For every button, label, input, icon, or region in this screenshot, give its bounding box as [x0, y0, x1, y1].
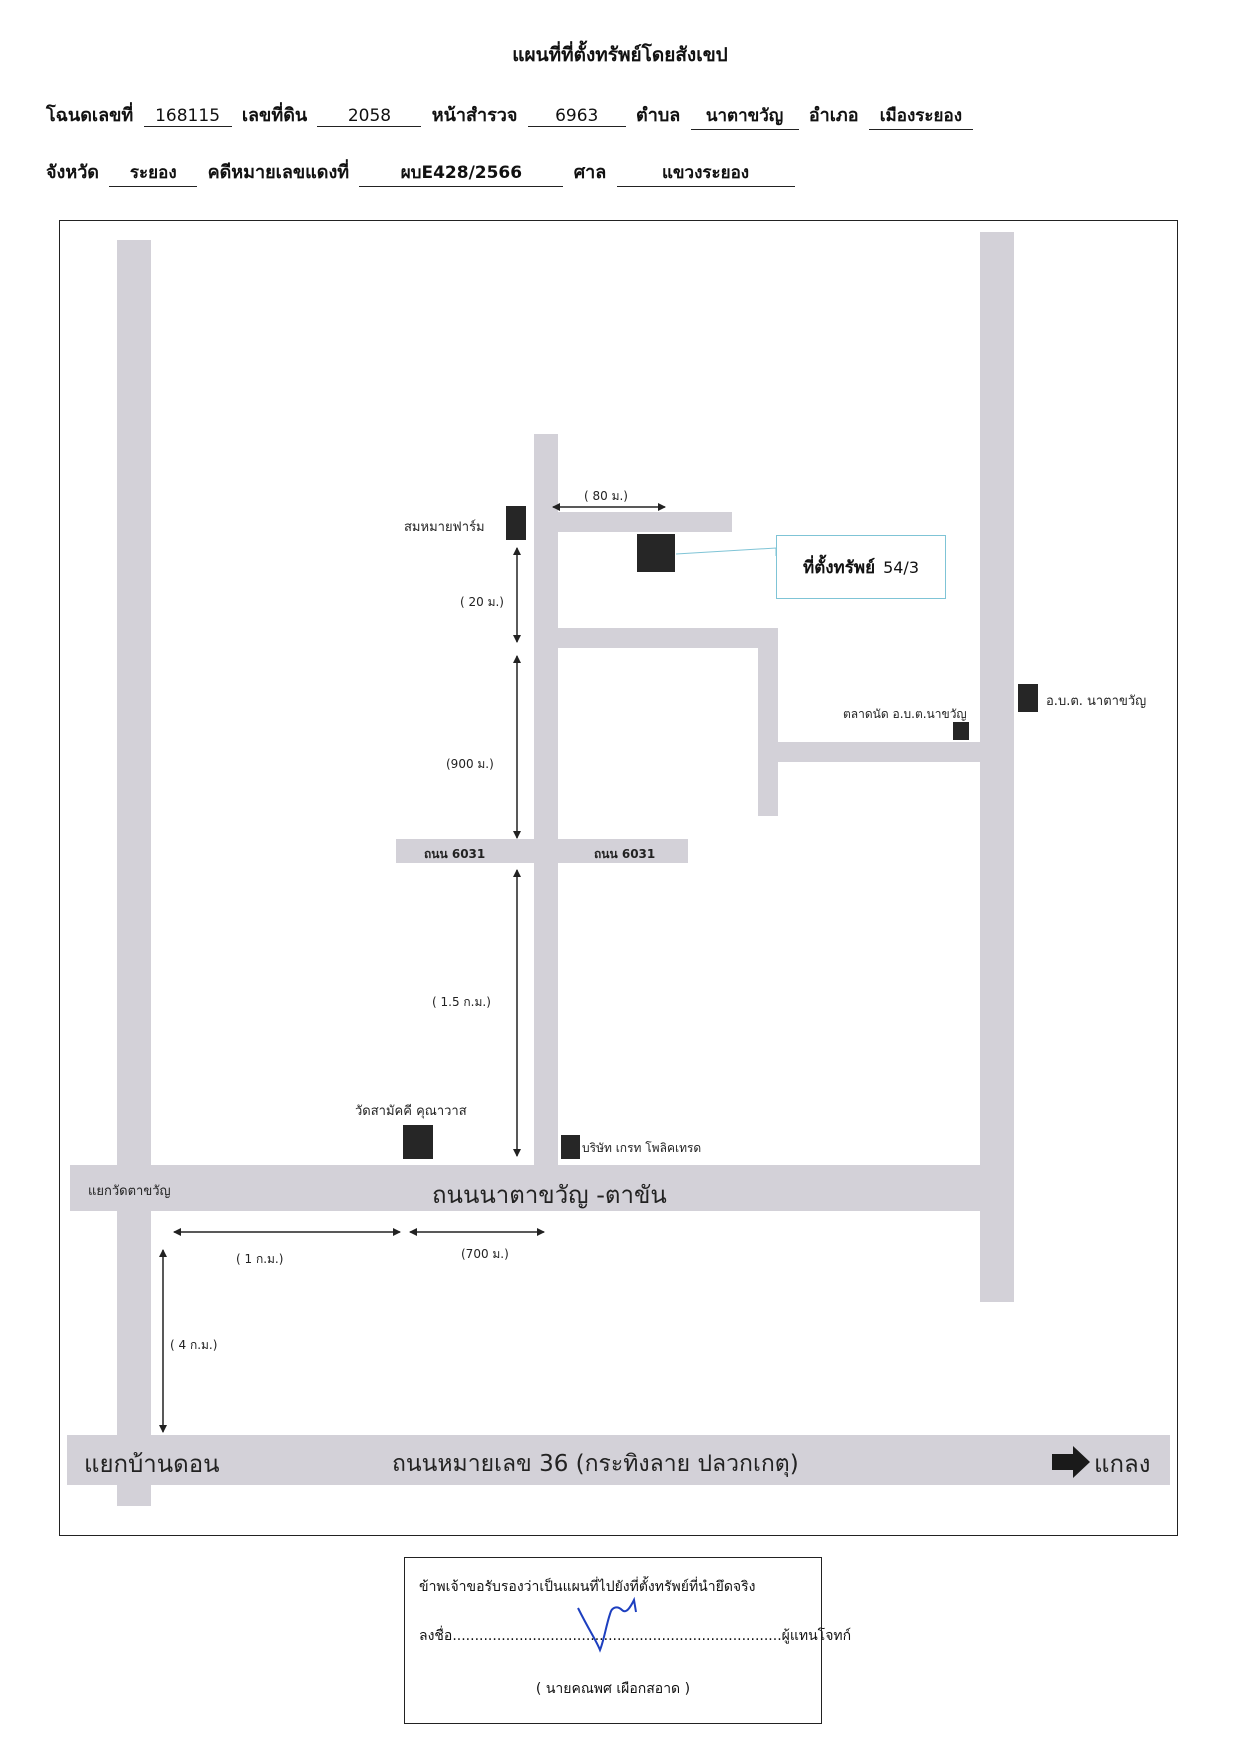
distance-700m: (700 ม.) [461, 1247, 509, 1261]
distance-1km: ( 1 ก.ม.) [236, 1252, 284, 1266]
map-frame [59, 220, 1178, 1536]
company-marker [561, 1135, 580, 1159]
case-label: คดีหมายเลขแดงที่ [207, 162, 350, 183]
tambon-office-label: อ.บ.ต. นาตาขวัญ [1046, 694, 1147, 709]
road-6031 [396, 839, 688, 863]
farm-label: สมหมายฟาร์ม [404, 520, 485, 535]
province-label: จังหวัด [46, 162, 99, 183]
survey-label: หน้าสำรวจ [431, 105, 518, 126]
case-number: ผบE428/2566 [359, 159, 564, 187]
header-row-deed: โฉนดเลขที่ 168115 เลขที่ดิน 2058 หน้าสำร… [46, 100, 973, 130]
callout-leader [675, 547, 777, 556]
property-number: 54/3 [883, 557, 919, 577]
distance-4km: ( 4 ก.ม.) [170, 1338, 218, 1352]
distance-1-5km: ( 1.5 ก.ม.) [432, 995, 491, 1009]
subdistrict-label: ตำบล [636, 105, 681, 126]
court-value: แขวงระยอง [616, 159, 795, 187]
signature [577, 1596, 637, 1653]
signer-name: ( นายคณพศ เผือกสอาด ) [535, 1681, 691, 1697]
sign-role: ผู้แทนโจทก์ [781, 1628, 852, 1644]
sign-prefix: ลงชื่อ [419, 1628, 453, 1644]
signature-line: ลงชื่อ..................................… [419, 1625, 851, 1647]
junction-temple-label: แยกวัดตาขวัญ [88, 1184, 171, 1199]
header-row-case: จังหวัด ระยอง คดีหมายเลขแดงที่ ผบE428/25… [46, 157, 799, 187]
certification-statement: ข้าพเจ้าขอรับรองว่าเป็นแผนที่ไปยังที่ตั้… [419, 1579, 756, 1595]
temple-label: วัดสามัคคี คุณาวาส [355, 1104, 467, 1119]
road-6031-left-label: ถนน 6031 [424, 847, 486, 861]
property-callout: ที่ตั้งทรัพย์ 54/3 [776, 535, 946, 599]
road-left-vertical [117, 240, 151, 1506]
market-label: ตลาดนัด อ.บ.ต.นาขวัญ [843, 707, 967, 721]
road-6031-right-label: ถนน 6031 [594, 847, 656, 861]
survey-number: 6963 [527, 106, 626, 127]
road-branch-middle-down [758, 628, 778, 816]
land-number-label: เลขที่ดิน [241, 105, 308, 126]
district-label: อำเภอ [808, 105, 859, 126]
direction-label: แกลง [1094, 1450, 1151, 1478]
district-value: เมืองระยอง [868, 102, 973, 130]
temple-marker [403, 1125, 433, 1159]
distance-900m: (900 ม.) [446, 757, 494, 771]
main-road-label: ถนนนาตาขวัญ -ตาขัน [432, 1181, 667, 1209]
sign-dots: ........................................… [452, 1628, 782, 1644]
property-label: ที่ตั้งทรัพย์ [803, 557, 876, 578]
property-marker [637, 534, 675, 572]
road-branch-market [778, 742, 980, 762]
land-number: 2058 [317, 106, 422, 127]
farm-marker [506, 506, 526, 540]
road-right-vertical [980, 232, 1014, 1302]
road-highway-36 [67, 1435, 1170, 1485]
deed-number: 168115 [143, 106, 232, 127]
road-main-natakwan [70, 1165, 1014, 1211]
direction-arrow-icon [1052, 1446, 1090, 1478]
highway-label: ถนนหมายเลข 36 (กระทิงลาย ปลวกเกตุ) [392, 1451, 799, 1477]
deed-label: โฉนดเลขที่ [46, 105, 134, 126]
junction-bandon-label: แยกบ้านดอน [84, 1450, 220, 1478]
road-branch-top [558, 512, 732, 532]
certification-box: ข้าพเจ้าขอรับรองว่าเป็นแผนที่ไปยังที่ตั้… [404, 1557, 851, 1724]
subdistrict-value: นาตาขวัญ [690, 102, 799, 130]
market-marker [953, 722, 969, 740]
road-branch-middle [558, 628, 778, 648]
distance-20m: ( 20 ม.) [460, 595, 504, 609]
company-label: บริษัท เกรท โพลิคเทรด [582, 1141, 702, 1155]
tambon-office-marker [1018, 684, 1038, 712]
distance-80m: ( 80 ม.) [584, 489, 628, 503]
road-center-vertical [534, 434, 558, 1168]
page-title: แผนที่ที่ตั้งทรัพย์โดยสังเขป [512, 44, 728, 66]
court-label: ศาล [573, 162, 607, 183]
province-value: ระยอง [109, 159, 198, 187]
